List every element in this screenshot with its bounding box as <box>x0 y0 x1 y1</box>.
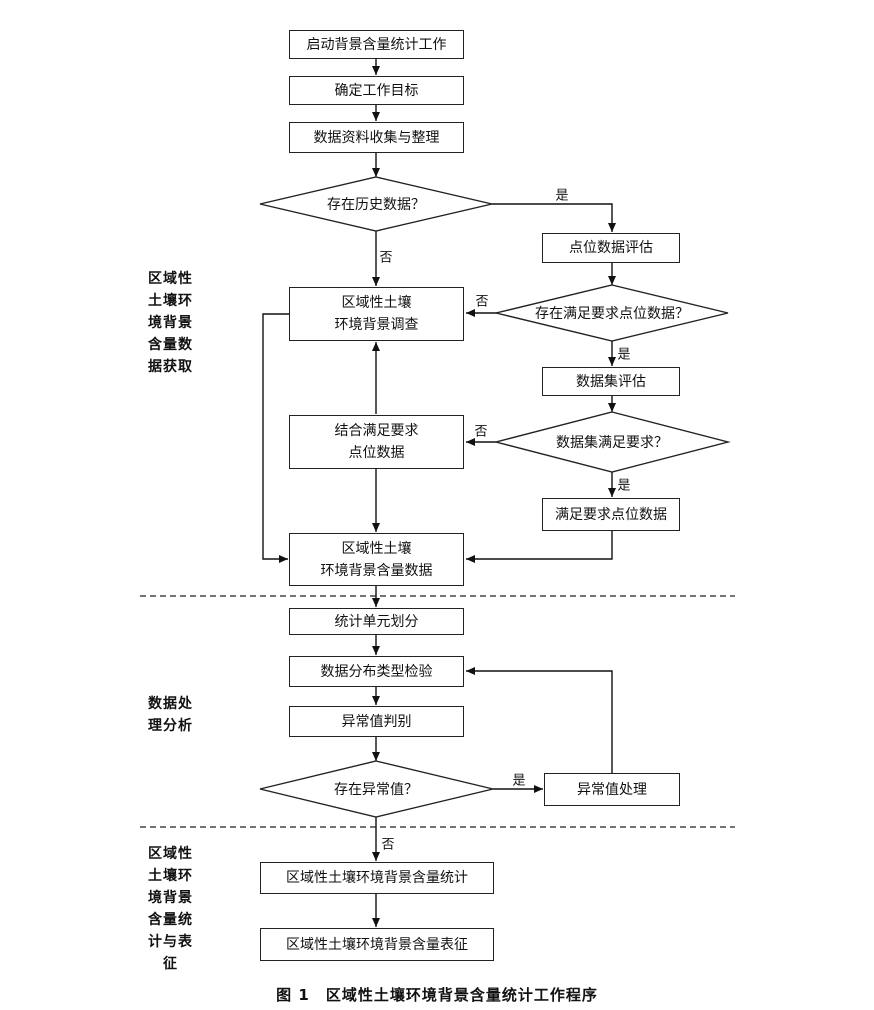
node-unit: 统计单元划分 <box>289 608 464 635</box>
figure-caption: 图 1 区域性土壤环境背景含量统计工作程序 <box>276 986 598 1004</box>
diamond-outlier <box>259 760 494 818</box>
arrow-survey-bgdata <box>262 313 289 563</box>
label-point-yes: 是 <box>617 347 631 363</box>
decision-dataset-text: 数据集满足要求？ <box>556 435 668 451</box>
label-history-no: 否 <box>379 250 393 266</box>
node-collect: 数据资料收集与整理 <box>289 122 464 153</box>
node-combine: 结合满足要求 点位数据 <box>289 415 464 469</box>
node-outlier-id: 异常值判别 <box>289 706 464 737</box>
diamond-history <box>259 176 493 232</box>
arrow-satisfy-bgdata <box>466 531 613 563</box>
node-survey: 区域性土壤 环境背景调查 <box>289 287 464 341</box>
node-start: 启动背景含量统计工作 <box>289 30 464 59</box>
node-goal: 确定工作目标 <box>289 76 464 105</box>
decision-outlier-text: 存在异常值？ <box>334 782 418 798</box>
node-stat: 区域性土壤环境背景含量统计 <box>260 862 494 894</box>
node-dist: 数据分布类型检验 <box>289 656 464 687</box>
label-dataset-yes: 是 <box>617 478 631 494</box>
section-stats: 区域性 土壤环 境背景 含量统 计与表 征 <box>148 846 193 972</box>
node-outlier-proc: 异常值处理 <box>544 773 680 806</box>
decision-point-text: 存在满足要求点位数据？ <box>535 306 689 322</box>
diamond-point <box>495 284 729 342</box>
label-outlier-no: 否 <box>381 837 395 853</box>
section-acquire: 区域性 土壤环 境背景 含量数 据获取 <box>148 271 193 375</box>
node-satisfy: 满足要求点位数据 <box>542 498 680 531</box>
node-char: 区域性土壤环境背景含量表征 <box>260 928 494 961</box>
node-bg-data: 区域性土壤 环境背景含量数据 <box>289 533 464 586</box>
arrow-history-yes <box>492 203 616 232</box>
diamond-dataset <box>493 411 731 473</box>
node-point-eval: 点位数据评估 <box>542 233 680 263</box>
label-outlier-yes: 是 <box>512 773 526 789</box>
section-process: 数据处 理分析 <box>148 696 193 734</box>
label-dataset-no: 否 <box>474 424 488 440</box>
node-dataset-eval: 数据集评估 <box>542 367 680 396</box>
label-history-yes: 是 <box>555 188 569 204</box>
decision-history-text: 存在历史数据？ <box>327 197 425 213</box>
arrow-proc-dist <box>466 667 613 773</box>
label-point-no: 否 <box>475 294 489 310</box>
